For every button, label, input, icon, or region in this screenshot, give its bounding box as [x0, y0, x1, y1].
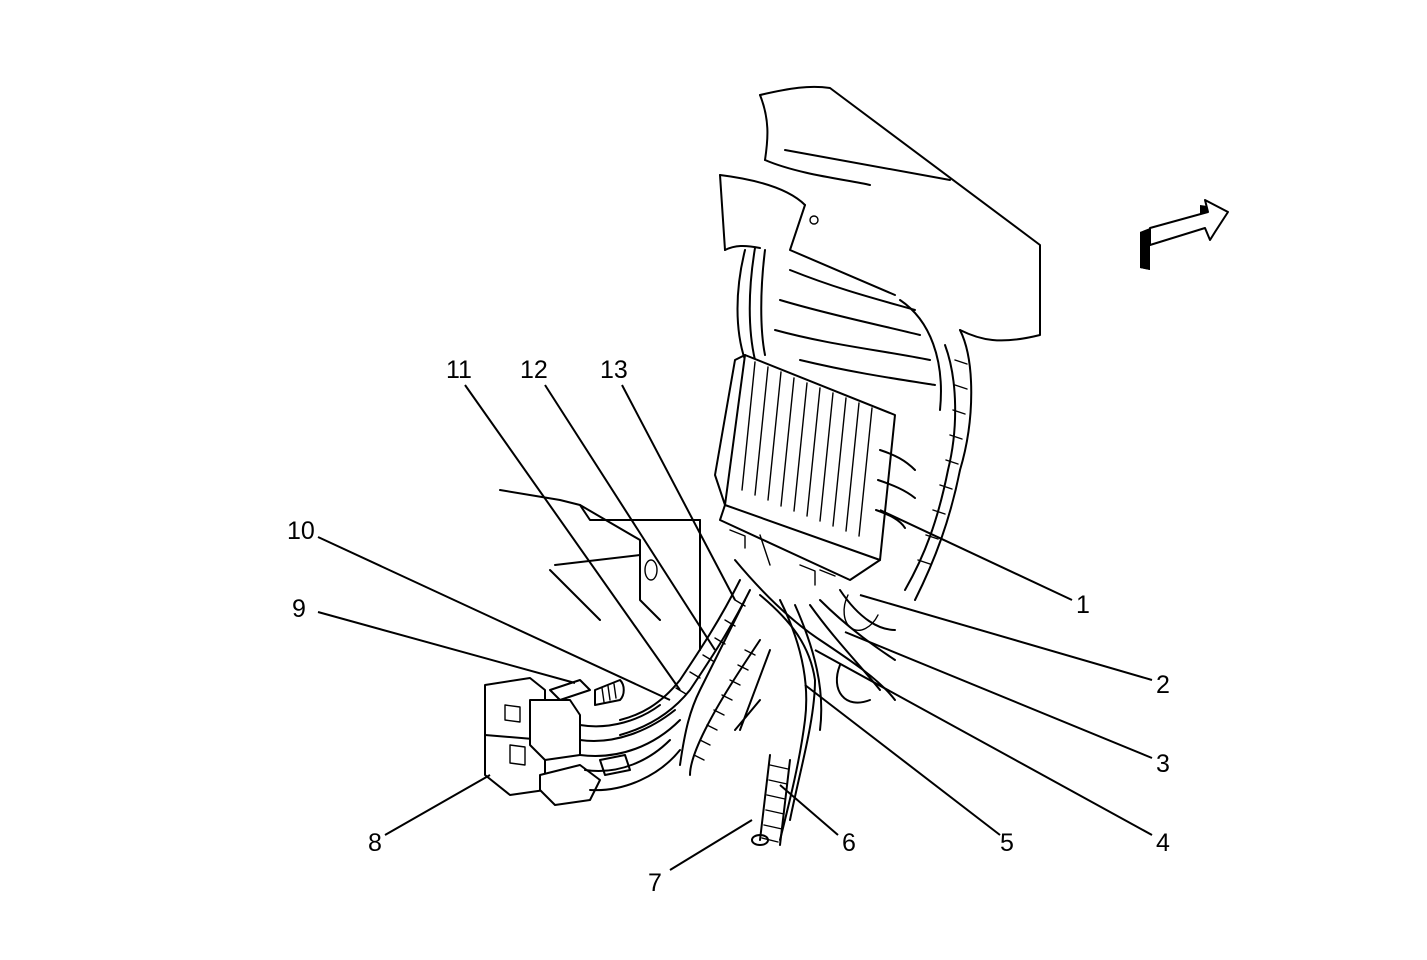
callout-4: 4 — [1156, 829, 1170, 857]
amplifier-module — [714, 354, 916, 586]
leader-7 — [669, 819, 753, 871]
callout-12: 12 — [520, 356, 548, 384]
callout-5: 5 — [1000, 829, 1014, 857]
leader-13 — [621, 384, 736, 601]
leader-4 — [814, 649, 1153, 836]
leader-6 — [779, 784, 839, 836]
lower-harness — [619, 559, 896, 846]
callout-1: 1 — [1076, 591, 1090, 619]
leader-lines — [317, 384, 1153, 871]
callout-8: 8 — [368, 829, 382, 857]
callout-6: 6 — [842, 829, 856, 857]
leader-11 — [464, 384, 681, 691]
callout-11: 11 — [446, 356, 472, 384]
callout-labels: 1 2 3 4 5 6 7 8 9 10 11 12 13 — [287, 356, 1170, 897]
harness-upper-bundle — [736, 247, 973, 601]
leader-5 — [804, 684, 1001, 836]
leader-9 — [317, 611, 576, 684]
callout-7: 7 — [648, 869, 662, 897]
callout-13: 13 — [600, 356, 628, 384]
leader-2 — [859, 594, 1153, 681]
callout-2: 2 — [1156, 671, 1170, 699]
leader-8 — [384, 774, 491, 836]
leader-10 — [317, 536, 671, 701]
forward-arrow-icon — [1140, 199, 1229, 270]
leader-3 — [844, 631, 1153, 759]
callout-9: 9 — [292, 595, 306, 623]
callout-3: 3 — [1156, 750, 1170, 778]
callout-10: 10 — [287, 517, 315, 545]
upper-panel — [719, 85, 1041, 342]
leader-1 — [879, 509, 1073, 601]
connector-cluster — [484, 677, 681, 806]
leader-12 — [544, 384, 716, 651]
mounting-bracket — [499, 489, 701, 651]
